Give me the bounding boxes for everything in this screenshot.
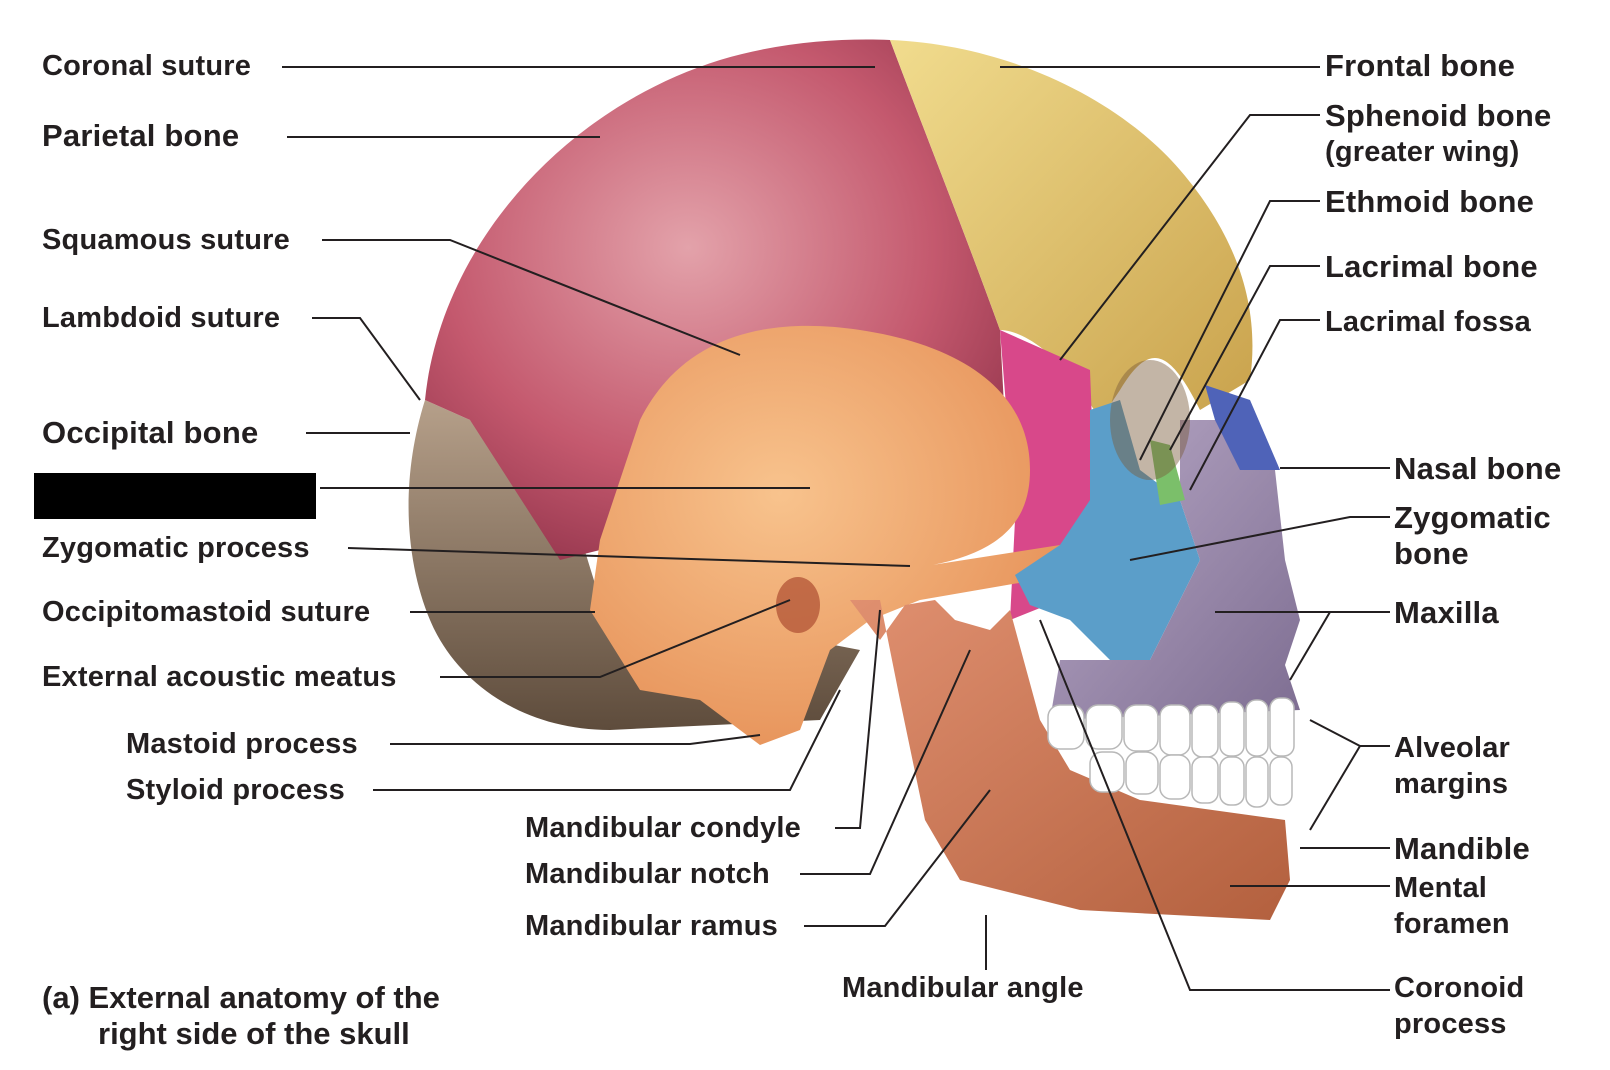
figure-caption: (a) External anatomy of the right side o… <box>42 980 440 1052</box>
label-nasal-bone: Nasal bone <box>1394 451 1562 486</box>
label-sphenoid-bone: Sphenoid bone (greater wing) <box>1325 98 1551 170</box>
label-mandibular-notch: Mandibular notch <box>525 858 770 890</box>
redacted-label <box>34 473 316 519</box>
label-lambdoid-suture: Lambdoid suture <box>42 302 281 334</box>
label-mental-foramen: Mental foramen <box>1394 870 1510 942</box>
caption-line1: (a) External anatomy of the <box>42 980 440 1015</box>
label-sphenoid-bone-title: Sphenoid bone <box>1325 98 1552 133</box>
label-external-acoustic-meatus: External acoustic meatus <box>42 661 397 693</box>
orbit-shape <box>1110 360 1190 480</box>
label-occipitomastoid-suture: Occipitomastoid suture <box>42 596 371 628</box>
label-mental-foramen-line1: Mental <box>1394 872 1488 904</box>
leader-lines <box>282 66 1390 991</box>
label-mandible: Mandible <box>1394 831 1530 866</box>
label-mastoid-process: Mastoid process <box>126 728 358 760</box>
lacrimal-bone-shape <box>1150 440 1185 505</box>
teeth <box>1047 697 1295 808</box>
zygomatic-bone-shape <box>1015 400 1200 660</box>
label-lacrimal-bone: Lacrimal bone <box>1325 249 1538 284</box>
label-occipital-bone: Occipital bone <box>42 415 259 450</box>
label-zygomatic-bone: Zygomatic bone <box>1394 500 1551 572</box>
label-zygomatic-bone-line2: bone <box>1394 536 1469 571</box>
label-alveolar-margins-line2: margins <box>1394 768 1509 800</box>
caption-line2: right side of the skull <box>98 1016 410 1051</box>
label-coronoid-process-line2: process <box>1394 1008 1507 1040</box>
frontal-bone-shape <box>890 40 1253 420</box>
mandible-shape <box>850 600 1290 920</box>
nasal-bone-shape <box>1205 385 1280 470</box>
label-squamous-suture: Squamous suture <box>42 224 290 256</box>
label-mandibular-condyle: Mandibular condyle <box>525 812 801 844</box>
label-mandibular-angle: Mandibular angle <box>842 972 1084 1004</box>
label-zygomatic-process: Zygomatic process <box>42 532 310 564</box>
label-coronoid-process: Coronoid process <box>1394 970 1524 1042</box>
label-lacrimal-fossa: Lacrimal fossa <box>1325 306 1531 338</box>
label-coronal-suture: Coronal suture <box>42 50 252 82</box>
maxilla-shape <box>1050 420 1300 720</box>
label-coronoid-process-line1: Coronoid <box>1394 972 1525 1004</box>
label-frontal-bone: Frontal bone <box>1325 48 1516 83</box>
label-parietal-bone: Parietal bone <box>42 118 240 153</box>
label-alveolar-margins: Alveolar margins <box>1394 730 1510 802</box>
label-zygomatic-bone-line1: Zygomatic <box>1394 500 1551 535</box>
label-alveolar-margins-line1: Alveolar <box>1394 732 1511 764</box>
external-acoustic-meatus-shape <box>776 577 820 633</box>
label-styloid-process: Styloid process <box>126 774 345 806</box>
label-mental-foramen-line2: foramen <box>1394 908 1510 940</box>
label-mandibular-ramus: Mandibular ramus <box>525 910 778 942</box>
label-sphenoid-bone-sub: (greater wing) <box>1325 136 1520 168</box>
label-maxilla: Maxilla <box>1394 595 1499 630</box>
label-ethmoid-bone: Ethmoid bone <box>1325 184 1535 219</box>
temporal-bone-shape <box>590 325 1065 745</box>
